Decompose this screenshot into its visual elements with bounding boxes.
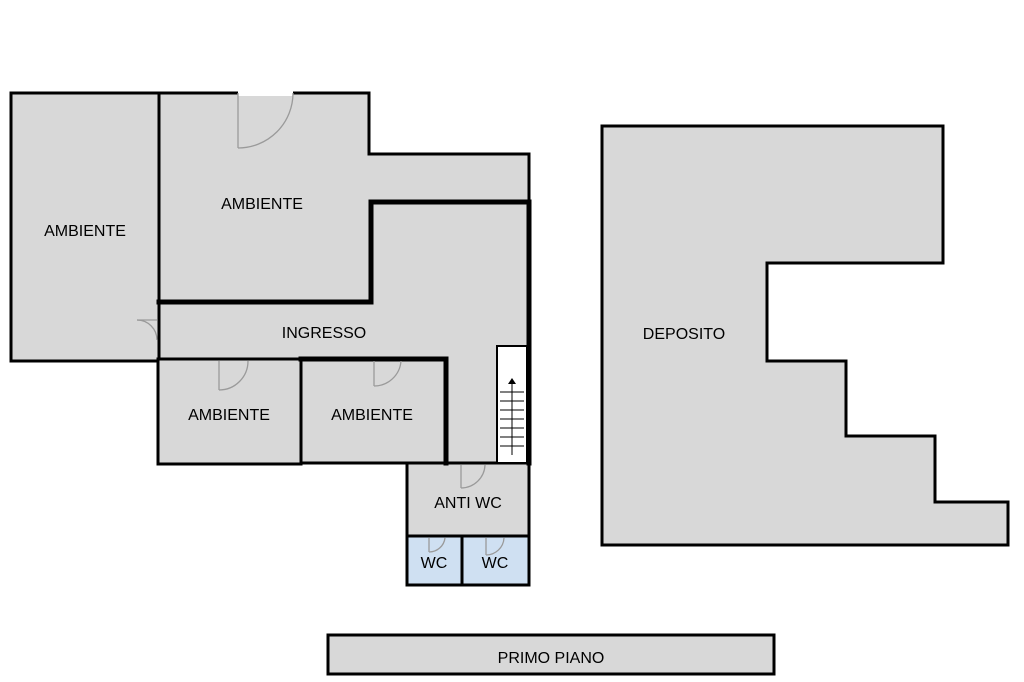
room-deposito [600,124,1010,547]
door-main-north [237,90,294,149]
door-ambiente-south [373,360,402,387]
door-ambiente-west [136,319,158,341]
room-label-ambiente-north: AMBIENTE [221,196,303,213]
floor-banner [326,633,776,676]
room-label-ambiente-southwest: AMBIENTE [188,407,270,424]
room-label-ambiente-west: AMBIENTE [44,223,126,240]
wall-thick-north [156,199,532,466]
room-label-anti-wc: ANTI WC [434,495,502,512]
door-wc-left [428,537,446,553]
wall-thick-south [298,356,449,466]
room-ambiente-west [9,91,161,363]
room-label-wc-right: WC [482,555,509,572]
room-label-deposito: DEPOSITO [643,326,725,343]
door-anti-wc [460,464,486,489]
room-anti-wc [405,461,531,538]
room-wc-right [460,534,531,587]
room-label-ingresso: INGRESSO [282,325,366,342]
door-ambiente-southwest [218,360,249,391]
stair [496,345,528,464]
door-wc-right [485,537,505,556]
floor-label: PRIMO PIANO [498,650,605,667]
room-ambiente-southwest [156,357,303,466]
room-label-wc-left: WC [421,555,448,572]
room-label-ambiente-south: AMBIENTE [331,407,413,424]
